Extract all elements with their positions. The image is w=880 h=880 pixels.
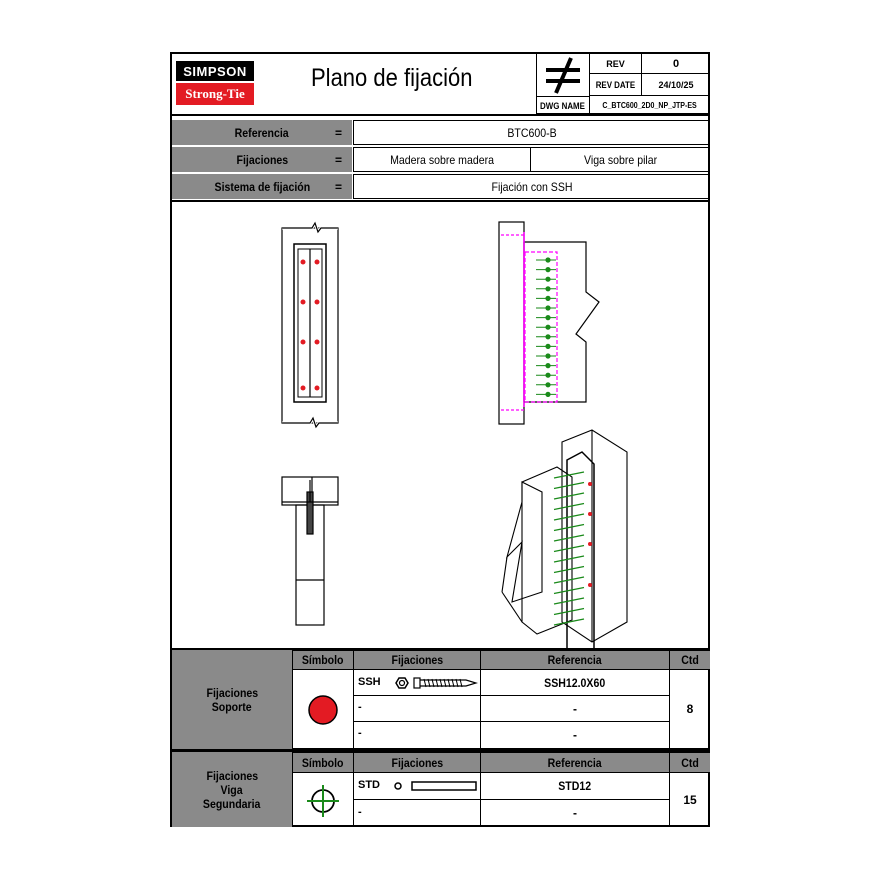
fijaciones-value-2: Viga sobre pilar [530, 147, 710, 172]
viga-col-ctd: Ctd [669, 752, 710, 773]
dowel-head [545, 314, 551, 321]
iso-dowel-line [553, 513, 585, 521]
soporte-row-1-referencia: SSH12.0X60 [480, 669, 670, 696]
iso-dowel-line [553, 502, 585, 511]
red-dot-symbol-icon [308, 695, 338, 725]
iso-dowel-line [553, 544, 585, 553]
sistema-value: Fijación con SSH [353, 174, 710, 199]
dowel-head [545, 276, 551, 282]
dowel-head [545, 382, 551, 388]
dowel-head [545, 286, 551, 292]
dowel-head [545, 372, 551, 378]
referencia-value: BTC600-B [353, 120, 710, 145]
iso-dowel-line [553, 607, 585, 616]
iso-dowel-line [553, 481, 585, 490]
rev-label: REV [590, 54, 642, 74]
viga-col-simbolo: Símbolo [292, 752, 354, 773]
dowel-head [545, 391, 551, 397]
viga-symbol-cell [292, 772, 354, 827]
iso-dowel-line [553, 618, 585, 626]
iso-dowel-line [553, 523, 585, 532]
dwg-name-value: C_BTC600_2D0_NP_JTP-ES [602, 100, 698, 110]
iso-dowel-line [553, 471, 585, 479]
soporte-row-2-referencia: - [480, 695, 670, 722]
divider [172, 200, 710, 202]
revision-block [536, 54, 710, 114]
soporte-col-simbolo: Símbolo [292, 650, 354, 670]
rev-value: 0 [642, 54, 710, 74]
iso-dowel-line [553, 492, 585, 500]
side-view [498, 221, 600, 425]
divider [172, 749, 710, 752]
rev-date-label: REV DATE [590, 74, 642, 96]
rev-date-value: 24/10/25 [642, 74, 710, 96]
dowel-head [545, 305, 551, 311]
dowel-head [545, 343, 551, 349]
iso-dowel-line [553, 576, 585, 584]
dwg-name-label: DWG NAME [536, 96, 590, 114]
dowel-head [545, 324, 551, 330]
drawing-sheet: SIMPSON Strong-Tie Plano de fijación DWG… [170, 52, 710, 827]
brand-logo-top: SIMPSON [176, 61, 254, 81]
page-title: Plano de fijación [311, 64, 473, 92]
ssh-screw-icon [395, 677, 478, 689]
dowel-head [545, 334, 551, 340]
iso-dowel-line [553, 597, 585, 605]
not-equal-icon [536, 54, 590, 96]
soporte-col-referencia: Referencia [480, 650, 670, 670]
iso-dowel-line [553, 586, 585, 595]
divider [172, 114, 710, 116]
sistema-label: Sistema de fijación= [172, 174, 352, 199]
soporte-col-fijaciones: Fijaciones [353, 650, 481, 670]
viga-col-fijaciones: Fijaciones [353, 752, 481, 773]
soporte-ctd: 8 [669, 669, 710, 749]
viga-ctd: 15 [669, 772, 710, 827]
fijaciones-value-1: Madera sobre madera [353, 147, 531, 172]
viga-row-1-fijacion: STD [353, 772, 481, 800]
fijaciones-label: Fijaciones= [172, 147, 352, 172]
crosshair-symbol-icon [307, 785, 339, 817]
isometric-view [501, 429, 628, 648]
technical-drawing [281, 219, 628, 648]
soporte-row-3-referencia: - [480, 721, 670, 749]
iso-dowel-line [553, 565, 585, 574]
soporte-col-ctd: Ctd [669, 650, 710, 670]
referencia-label: Referencia= [172, 120, 352, 145]
dowel-head [545, 363, 551, 369]
soporte-symbol-cell [292, 669, 354, 749]
soporte-row-3-fijacion: - [353, 721, 481, 749]
dowel-head [545, 295, 551, 302]
viga-row-2-referencia: - [480, 799, 670, 827]
dowel-head [545, 266, 551, 273]
soporte-row-1-fijacion: SSH [353, 669, 481, 696]
brand-logo-bottom: Strong-Tie [176, 83, 254, 105]
red-fastener-dots [300, 259, 320, 391]
front-view [281, 219, 339, 431]
iso-dowel-line [553, 555, 585, 563]
soporte-row-2-fijacion: - [353, 695, 481, 722]
viga-row-1-referencia: STD12 [480, 772, 670, 800]
iso-dowel-line [553, 534, 585, 542]
divider [172, 648, 710, 650]
section-view [281, 476, 339, 626]
dowel-head [545, 257, 551, 263]
std-dowel-icon [394, 781, 477, 791]
viga-row-2-fijacion: - [353, 799, 481, 827]
dowel-head [545, 353, 551, 359]
viga-col-referencia: Referencia [480, 752, 670, 773]
